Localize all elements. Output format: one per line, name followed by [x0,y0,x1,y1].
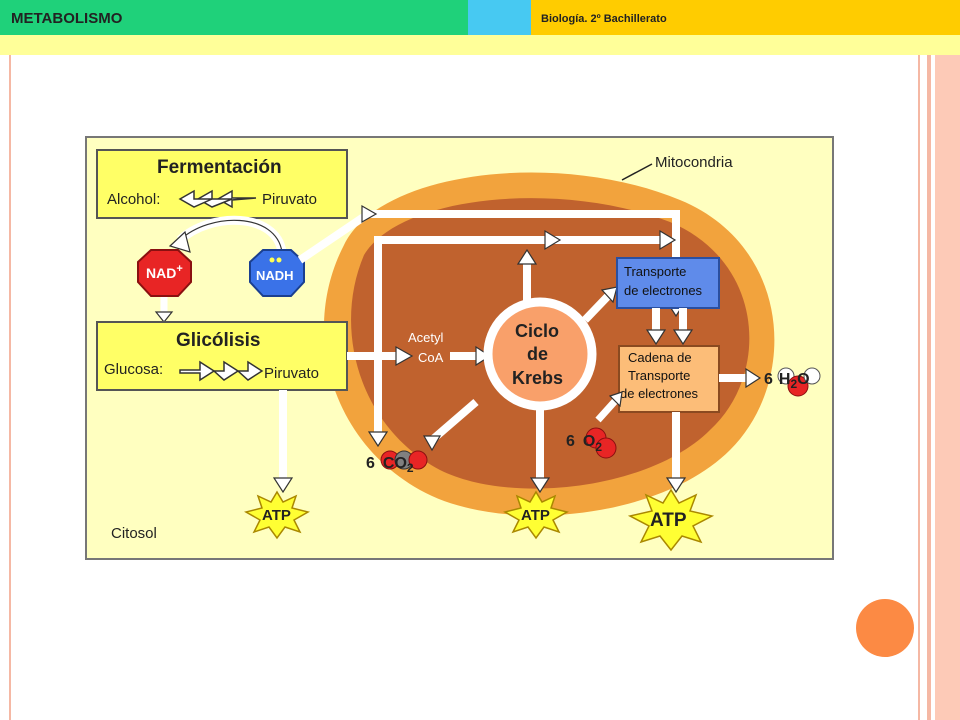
header-middle-bar [468,0,531,35]
chain-line-2: Transporte [628,368,690,383]
transport-line-1: Transporte [624,264,686,279]
transport-line-2: de electrones [624,283,703,298]
fermentation-pyruvate: Piruvato [262,191,317,208]
fermentation-alcohol: Alcohol: [107,191,160,208]
svg-text:ATP: ATP [650,510,687,531]
slide-subtitle: Biología. 2º Bachillerato [541,13,667,25]
right-border-line [918,55,920,720]
atp-star-krebs: ATP [503,490,569,540]
mitochondria-pointer [621,163,653,181]
svg-text:ATP: ATP [262,507,291,524]
glycolysis-pyruvate: Piruvato [264,365,319,382]
cytosol-label: Citosol [111,525,157,542]
header-right-bar [531,0,960,35]
right-border-stripe-a [927,55,931,720]
fermentation-arrows [178,189,257,209]
krebs-line-2: de [527,344,548,364]
accent-circle [856,599,914,657]
krebs-line-3: Krebs [512,368,563,388]
header-band [0,35,960,55]
nadh-hexagon [249,249,305,297]
fermentation-box [96,149,348,219]
electron-chain-box [618,345,720,413]
nadh-route-2 [374,236,664,440]
svg-text:ATP: ATP [521,507,550,524]
right-border-stripe-b [935,55,960,720]
left-border-line [9,55,11,720]
chain-line-1: Cadena de [628,350,692,365]
header-left-bar [0,0,468,35]
glycolysis-title: Glicólisis [176,330,260,351]
slide-title: METABOLISMO [11,10,123,27]
atp-star-chain: ATP [627,488,715,552]
nadh-label: NADH [256,268,294,283]
coa-label: CoA [418,350,444,365]
krebs-line-1: Ciclo [515,321,559,341]
mitochondria-label: Mitocondria [655,154,733,171]
electron-transport-box [616,257,720,309]
atp-star-glycolysis: ATP [244,490,310,540]
chain-line-3: de electrones [620,386,699,401]
nad-hexagon [137,249,192,297]
glycolysis-arrows [179,360,264,382]
acetyl-label: Acetyl [408,330,444,345]
nad-label: NAD+ [146,263,183,281]
glycolysis-glucose: Glucosa: [104,361,163,378]
fermentation-title: Fermentación [157,157,282,178]
